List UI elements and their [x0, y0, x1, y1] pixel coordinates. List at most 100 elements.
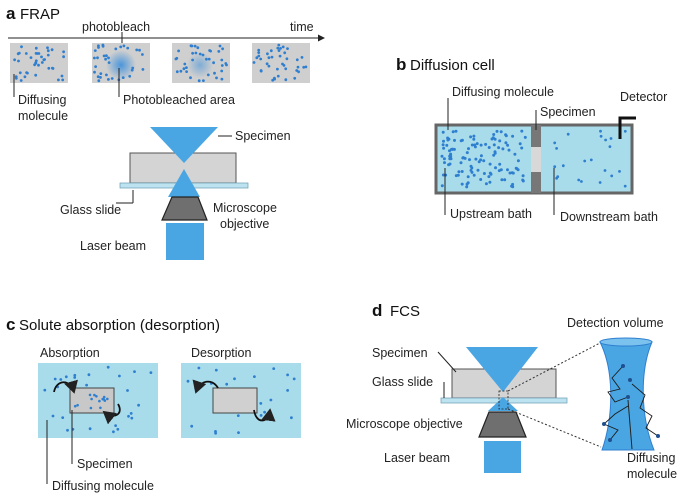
- molecule-dot: [451, 147, 455, 151]
- molecule-dot: [518, 142, 522, 146]
- molecule-dot: [220, 58, 224, 62]
- molecule-dot: [62, 50, 65, 54]
- molecule-dot: [623, 129, 627, 133]
- molecule-dot: [127, 414, 130, 418]
- molecule-dot: [602, 422, 606, 426]
- molecule-dot: [101, 43, 105, 47]
- molecule-dot: [484, 142, 488, 146]
- molecule-dot: [472, 137, 476, 141]
- molecule-dot: [479, 178, 483, 181]
- molecule-dot: [96, 75, 100, 79]
- molecule-dot: [506, 143, 510, 147]
- molecule-dot: [126, 46, 130, 50]
- molecule-dot: [95, 395, 98, 398]
- molecule-dot: [40, 55, 43, 59]
- molecule-dot: [488, 171, 492, 175]
- molecule-dot: [34, 73, 38, 77]
- molecule-dot: [561, 164, 565, 168]
- molecule-dot: [259, 402, 263, 405]
- specimen-holder-bottom: [531, 172, 541, 193]
- molecule-dot: [494, 166, 497, 170]
- detector-probe: [618, 116, 636, 139]
- molecule-dot: [107, 78, 110, 81]
- molecule-dot: [492, 143, 496, 147]
- label-glass-slide: Glass slide: [60, 203, 121, 217]
- molecule-dot: [281, 45, 285, 49]
- absorption-dots: [43, 365, 296, 435]
- molecule-dot: [112, 430, 115, 434]
- molecule-dot: [64, 375, 68, 379]
- fcs-laser-cone-bottom: [488, 397, 518, 411]
- molecule-dot: [472, 173, 476, 177]
- molecule-dot: [220, 64, 224, 67]
- molecule-dot: [50, 48, 54, 52]
- molecule-dot: [73, 373, 77, 377]
- panel-c-letter: c: [6, 315, 15, 334]
- molecule-dot: [492, 133, 496, 136]
- desorption-arrow-out-left: [192, 379, 219, 394]
- label-b-diffusing-molecule: Diffusing molecule: [452, 85, 554, 99]
- molecule-dot: [88, 393, 92, 397]
- desorption-specimen: [212, 387, 258, 414]
- molecule-dot: [93, 56, 96, 60]
- molecule-dot: [213, 71, 216, 75]
- label-photobleached-area: Photobleached area: [123, 93, 235, 107]
- molecule-dot: [191, 51, 195, 55]
- molecule-dot: [488, 162, 492, 166]
- molecule-dot: [279, 47, 282, 50]
- panel-b-title: Diffusion cell: [410, 57, 495, 74]
- panel-b-letter: b: [396, 55, 406, 74]
- molecule-dot: [493, 137, 497, 141]
- molecule-dot: [236, 414, 240, 417]
- molecule-dot: [442, 146, 446, 150]
- molecule-dot: [191, 58, 195, 62]
- molecule-dot: [623, 184, 627, 188]
- molecule-dot: [506, 168, 509, 172]
- molecule-dot: [267, 56, 271, 60]
- molecule-dot: [501, 147, 505, 151]
- molecule-dot: [129, 412, 133, 415]
- molecule-dot: [60, 74, 64, 78]
- panel-c-title: Solute absorption (desorption): [19, 317, 220, 334]
- frap-laser-beam: [166, 223, 204, 260]
- molecule-dot: [603, 169, 607, 172]
- molecule-dot: [460, 182, 464, 186]
- molecule-dot: [460, 170, 464, 173]
- molecule-dot: [448, 154, 452, 158]
- molecule-dot: [273, 76, 276, 80]
- frap-laser-cone-bottom: [168, 169, 200, 197]
- molecule-dot: [116, 427, 120, 431]
- panel-a: a FRAP photobleach time Diffusing molecu…: [6, 4, 325, 260]
- molecule-dot: [47, 66, 51, 70]
- molecule-dot: [487, 146, 491, 149]
- molecule-dot: [445, 143, 449, 147]
- molecule-dot: [470, 143, 474, 147]
- molecule-dot: [130, 416, 134, 420]
- molecule-dot: [257, 54, 261, 58]
- molecule-dot: [447, 163, 451, 167]
- timeline-arrowhead: [318, 34, 325, 42]
- molecule-dot: [14, 76, 18, 80]
- molecule-dot: [107, 61, 111, 64]
- molecule-dot: [135, 48, 139, 52]
- molecule-dot: [448, 157, 452, 161]
- molecule-dot: [57, 78, 60, 82]
- frap-laser-cone-top: [150, 127, 218, 163]
- molecule-dot: [121, 76, 125, 79]
- molecule-dot: [128, 74, 132, 78]
- molecule-dot: [499, 168, 503, 172]
- molecule-dot: [110, 77, 114, 80]
- molecule-dot: [504, 134, 508, 138]
- molecule-dot: [73, 404, 77, 408]
- molecule-dot: [183, 62, 187, 66]
- label-b-specimen: Specimen: [540, 105, 596, 119]
- molecule-dot: [190, 424, 194, 428]
- molecule-dot: [61, 416, 65, 419]
- molecule-dot: [267, 64, 271, 68]
- molecule-dot: [106, 365, 110, 369]
- molecule-dot: [296, 65, 300, 69]
- molecule-dot: [461, 156, 465, 160]
- molecule-dot: [467, 147, 470, 151]
- molecule-dot: [482, 172, 486, 175]
- molecule-dot: [96, 56, 99, 60]
